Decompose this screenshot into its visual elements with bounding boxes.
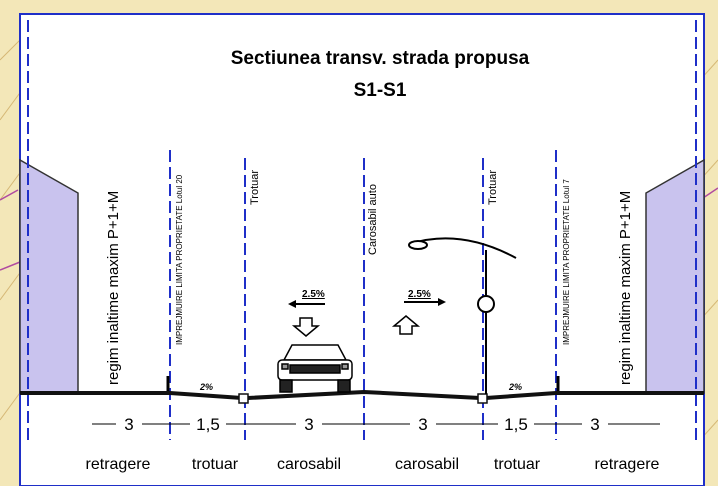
right-height-label: regim inaltime maxim P+1+M <box>617 191 634 385</box>
dimension-values: 3 1,5 3 3 1,5 3 <box>116 412 608 434</box>
slope-left-carriageway: 2.5% <box>302 289 325 300</box>
slope-right-arrowhead <box>438 298 446 306</box>
slope-right-sidewalk: 2% <box>508 382 522 392</box>
right-curb <box>477 393 488 404</box>
dimension-3: 3 <box>304 415 313 434</box>
drawing-panel <box>19 13 705 486</box>
right-sidewalk-label: Trotuar <box>487 170 499 205</box>
zone-label-5: trotuar <box>494 456 541 473</box>
dimension-4: 3 <box>418 415 427 434</box>
left-curb <box>238 393 249 404</box>
car-icon <box>277 344 353 393</box>
zone-label-3: carosabil <box>277 456 341 473</box>
slope-left-arrowhead <box>288 300 296 308</box>
left-fence-label: IMPREJMUIRE LIMITA PROPRIETATE Lotul 20 <box>175 174 184 345</box>
zone-label-6: retragere <box>595 456 660 473</box>
zone-label-1: retragere <box>86 456 151 473</box>
title-line-2: S1-S1 <box>354 80 407 101</box>
dimension-6: 3 <box>590 415 599 434</box>
left-sidewalk-label: Trotuar <box>249 170 261 205</box>
slope-right-carriageway: 2.5% <box>408 289 431 300</box>
right-fence-label: IMPREJMUIRE LIMITA PROPRIETATE Lotul 7 <box>562 179 571 345</box>
title-line-1: Sectiunea transv. strada propusa <box>231 48 530 69</box>
zone-labels: retragere trotuar carosabil carosabil tr… <box>86 456 660 473</box>
slope-left-sidewalk: 2% <box>199 382 213 392</box>
street-lamp-icon <box>408 237 517 394</box>
arrow-down-icon <box>291 317 321 337</box>
arrow-up-icon <box>391 315 421 335</box>
dimension-5: 1,5 <box>504 415 528 434</box>
dimension-1: 3 <box>124 415 133 434</box>
zone-label-2: trotuar <box>192 456 239 473</box>
left-height-label: regim inaltime maxim P+1+M <box>105 191 122 385</box>
dimension-2: 1,5 <box>196 415 220 434</box>
centerline-label: Carosabil auto <box>367 184 379 255</box>
road-profile <box>20 389 704 400</box>
zone-label-4: carosabil <box>395 456 459 473</box>
